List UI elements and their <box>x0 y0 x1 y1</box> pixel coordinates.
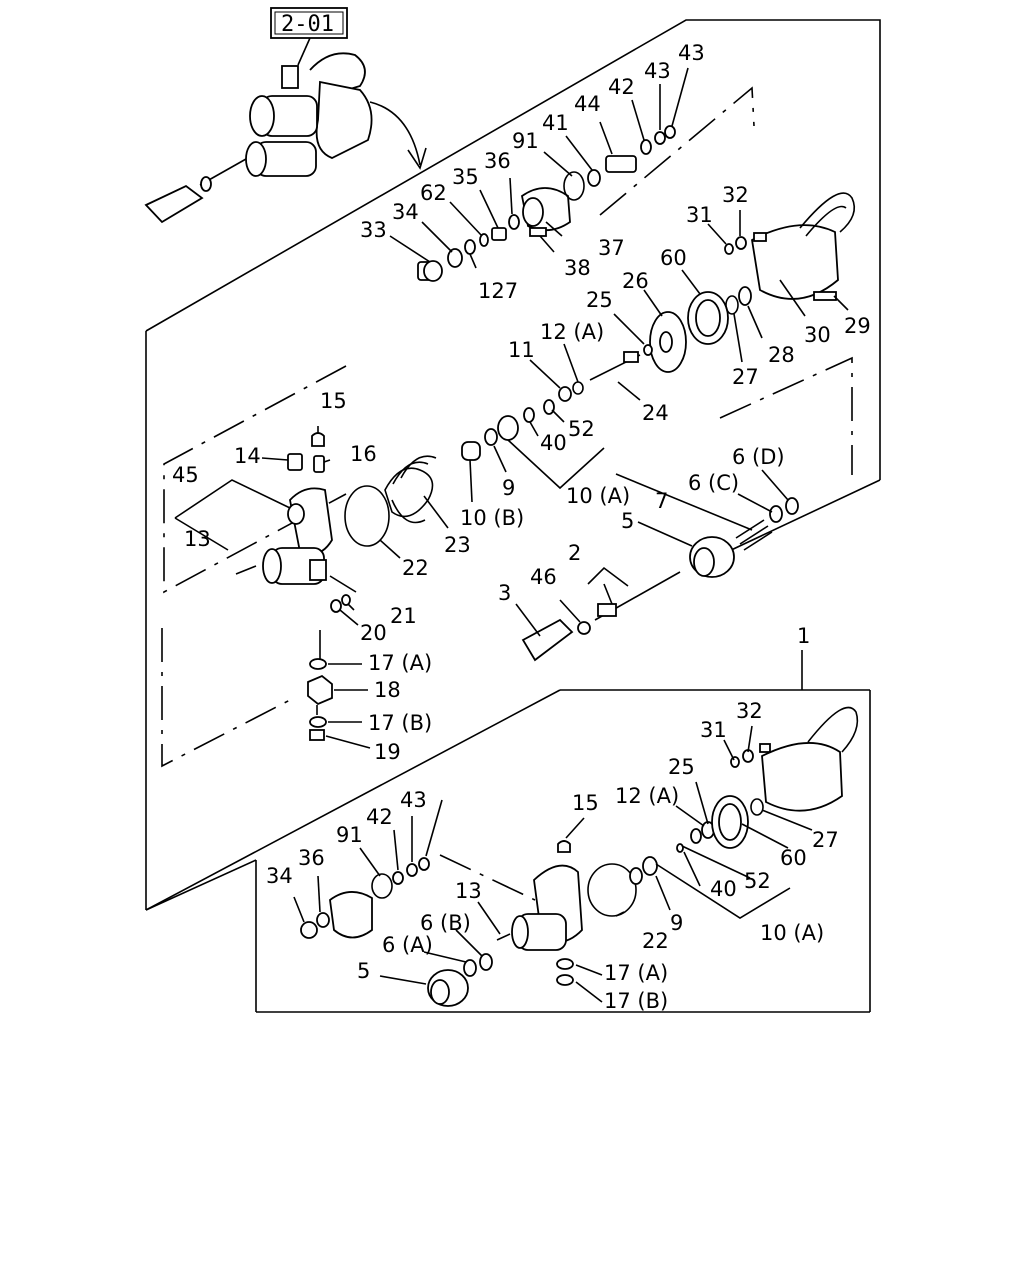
label-10b: 10 (B) <box>460 506 524 530</box>
label-26: 26 <box>622 269 649 293</box>
callout-labels: 1 2 3 5 5 6 (D) 6 (C) 6 (B) 6 (A) 7 9 9 … <box>172 41 871 1013</box>
label-3: 3 <box>498 581 511 605</box>
label-6d: 6 (D) <box>732 445 785 469</box>
label-6b: 6 (B) <box>420 911 471 935</box>
top-parts <box>417 125 676 282</box>
label-17a-kit: 17 (A) <box>604 961 668 985</box>
label-25-kit: 25 <box>668 755 695 779</box>
label-91-kit: 91 <box>336 823 363 847</box>
label-22-kit: 22 <box>642 929 669 953</box>
label-17b-kit: 17 (B) <box>604 989 668 1013</box>
label-127: 127 <box>478 279 518 303</box>
label-19: 19 <box>374 740 401 764</box>
label-27: 27 <box>732 365 759 389</box>
label-18: 18 <box>374 678 401 702</box>
label-27-kit: 27 <box>812 828 839 852</box>
label-6c: 6 (C) <box>688 471 739 495</box>
label-13-kit: 13 <box>455 879 482 903</box>
label-32-kit: 32 <box>736 699 763 723</box>
label-91: 91 <box>512 129 539 153</box>
push-rod-group <box>521 497 799 662</box>
label-20: 20 <box>360 621 387 645</box>
label-21: 21 <box>390 604 417 628</box>
label-36: 36 <box>484 149 511 173</box>
label-43-kit: 43 <box>400 788 427 812</box>
label-34: 34 <box>392 200 419 224</box>
label-30: 30 <box>804 323 831 347</box>
label-31: 31 <box>686 203 713 227</box>
label-11: 11 <box>508 338 535 362</box>
label-16: 16 <box>350 442 377 466</box>
label-10a-kit: 10 (A) <box>760 921 824 945</box>
label-10a: 10 (A) <box>566 484 630 508</box>
valve-body-group <box>235 432 351 741</box>
label-25: 25 <box>586 288 613 312</box>
label-24: 24 <box>642 401 669 425</box>
label-60-kit: 60 <box>780 846 807 870</box>
label-15: 15 <box>320 389 347 413</box>
alignment-lines <box>161 86 853 901</box>
label-17b: 17 (B) <box>368 711 432 735</box>
label-22: 22 <box>402 556 429 580</box>
label-2: 2 <box>568 541 581 565</box>
label-23: 23 <box>444 533 471 557</box>
label-31-kit: 31 <box>700 718 727 742</box>
label-40-kit: 40 <box>710 877 737 901</box>
cover-group <box>558 192 856 402</box>
label-37: 37 <box>598 236 625 260</box>
reference-box[interactable]: 2-01 <box>270 7 348 39</box>
label-13: 13 <box>184 527 211 551</box>
label-17a: 17 (A) <box>368 651 432 675</box>
label-9: 9 <box>502 476 515 500</box>
label-34-kit: 34 <box>266 864 293 888</box>
repair-kit-group <box>300 706 859 1007</box>
label-7: 7 <box>655 489 668 513</box>
label-1: 1 <box>797 624 810 648</box>
label-41: 41 <box>542 111 569 135</box>
label-42: 42 <box>608 75 635 99</box>
label-60: 60 <box>660 246 687 270</box>
assembled-booster-illustration <box>144 37 427 224</box>
label-36-kit: 36 <box>298 846 325 870</box>
label-43-b: 43 <box>678 41 705 65</box>
label-12a-kit: 12 (A) <box>615 784 679 808</box>
label-12a: 12 (A) <box>540 320 604 344</box>
label-52: 52 <box>568 417 595 441</box>
label-29: 29 <box>844 314 871 338</box>
main-frame <box>145 19 881 1013</box>
label-42-kit: 42 <box>366 805 393 829</box>
label-62: 62 <box>420 181 447 205</box>
label-15-kit: 15 <box>572 791 599 815</box>
label-9-kit: 9 <box>670 911 683 935</box>
label-43: 43 <box>644 59 671 83</box>
label-6a: 6 (A) <box>382 933 433 957</box>
label-5-kit: 5 <box>357 959 370 983</box>
label-33: 33 <box>360 218 387 242</box>
label-46: 46 <box>530 565 557 589</box>
reference-code: 2-01 <box>281 12 334 37</box>
label-35: 35 <box>452 165 479 189</box>
label-32: 32 <box>722 183 749 207</box>
label-28: 28 <box>768 343 795 367</box>
label-14: 14 <box>234 444 261 468</box>
label-40: 40 <box>540 431 567 455</box>
label-52-kit: 52 <box>744 869 771 893</box>
leader-lines <box>174 67 849 1003</box>
label-5: 5 <box>621 509 634 533</box>
label-45: 45 <box>172 463 199 487</box>
label-44: 44 <box>574 92 601 116</box>
label-38: 38 <box>564 256 591 280</box>
